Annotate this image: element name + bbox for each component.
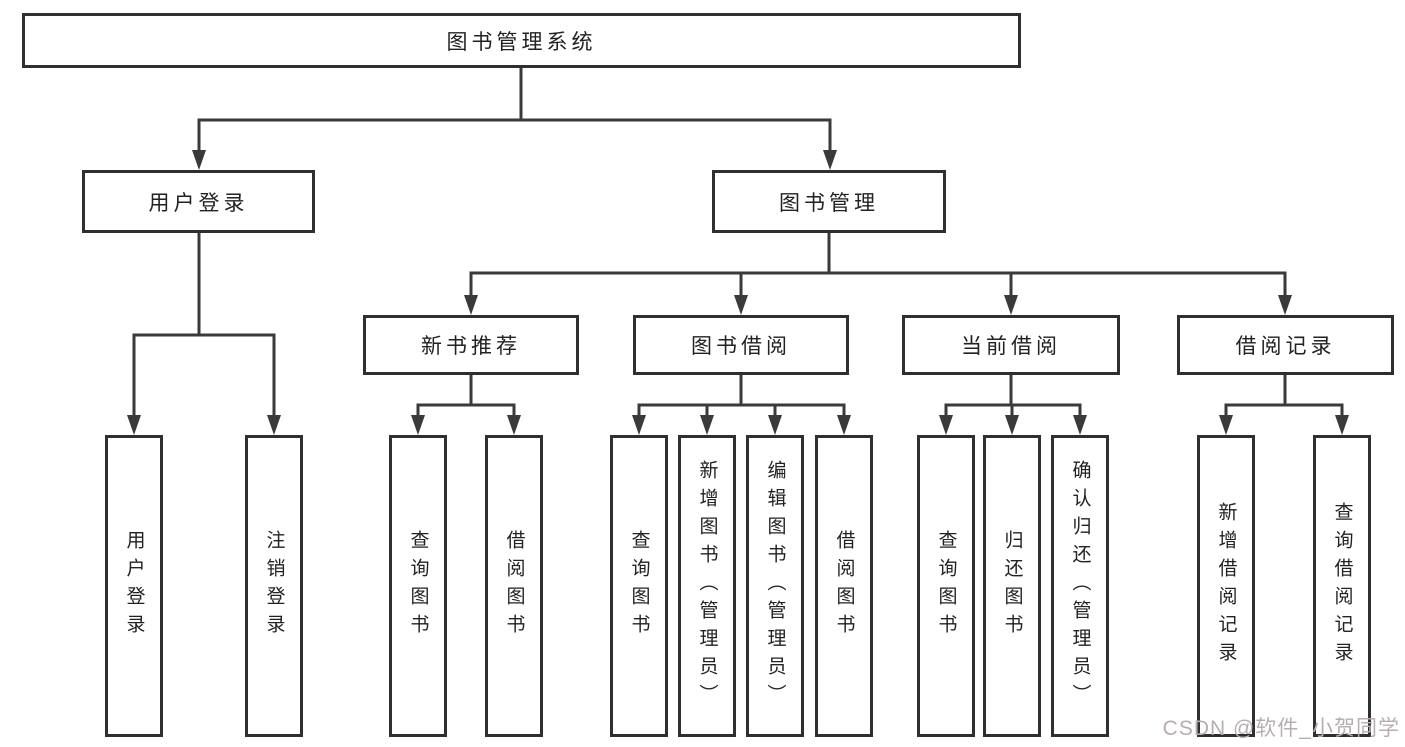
node-label: 新增图书（管理员） <box>696 460 718 712</box>
node-label: 借阅图书 <box>833 530 855 642</box>
node-label: 查询图书 <box>935 530 957 642</box>
node-label: 查询借阅记录 <box>1331 502 1353 670</box>
leaf-logout: 注销登录 <box>245 435 303 737</box>
node-label: 借阅记录 <box>1235 335 1336 358</box>
leaf-borrow-borrow-books: 借阅图书 <box>815 435 873 737</box>
node-label: 确认归还（管理员） <box>1069 460 1091 712</box>
leaf-user-login: 用户登录 <box>105 435 163 737</box>
node-label: 用户登录 <box>148 191 249 215</box>
leaf-borrow-add-books-admin: 新增图书（管理员） <box>678 435 736 737</box>
node-label: 用户登录 <box>123 530 145 642</box>
leaf-current-confirm-return-admin: 确认归还（管理员） <box>1051 435 1109 737</box>
node-library-management-system: 图书管理系统 <box>22 13 1021 68</box>
node-new-book-recommend: 新书推荐 <box>363 315 579 375</box>
node-label: 查询图书 <box>407 530 429 642</box>
leaf-current-query-books: 查询图书 <box>917 435 975 737</box>
node-label: 图书管理系统 <box>446 30 597 54</box>
node-label: 注销登录 <box>263 530 285 642</box>
node-book-borrow: 图书借阅 <box>633 315 849 375</box>
node-label: 图书借阅 <box>691 335 791 358</box>
node-user-login: 用户登录 <box>82 170 315 233</box>
node-label: 查询图书 <box>628 530 650 642</box>
leaf-records-add-record: 新增借阅记录 <box>1197 435 1255 737</box>
node-label: 新书推荐 <box>421 335 521 358</box>
leaf-borrow-edit-books-admin: 编辑图书（管理员） <box>746 435 804 737</box>
node-label: 归还图书 <box>1001 530 1023 642</box>
node-label: 编辑图书（管理员） <box>764 460 786 712</box>
leaf-recommend-borrow-books: 借阅图书 <box>485 435 543 737</box>
leaf-recommend-query-books: 查询图书 <box>389 435 447 737</box>
node-book-management: 图书管理 <box>712 170 946 233</box>
node-label: 借阅图书 <box>503 530 525 642</box>
leaf-borrow-query-books: 查询图书 <box>610 435 668 737</box>
node-label: 当前借阅 <box>961 335 1061 358</box>
node-current-borrow: 当前借阅 <box>902 315 1120 375</box>
leaf-records-query-record: 查询借阅记录 <box>1313 435 1371 737</box>
node-borrow-records: 借阅记录 <box>1177 315 1394 375</box>
node-label: 新增借阅记录 <box>1215 502 1237 670</box>
node-label: 图书管理 <box>779 191 879 215</box>
leaf-current-return-books: 归还图书 <box>983 435 1041 737</box>
